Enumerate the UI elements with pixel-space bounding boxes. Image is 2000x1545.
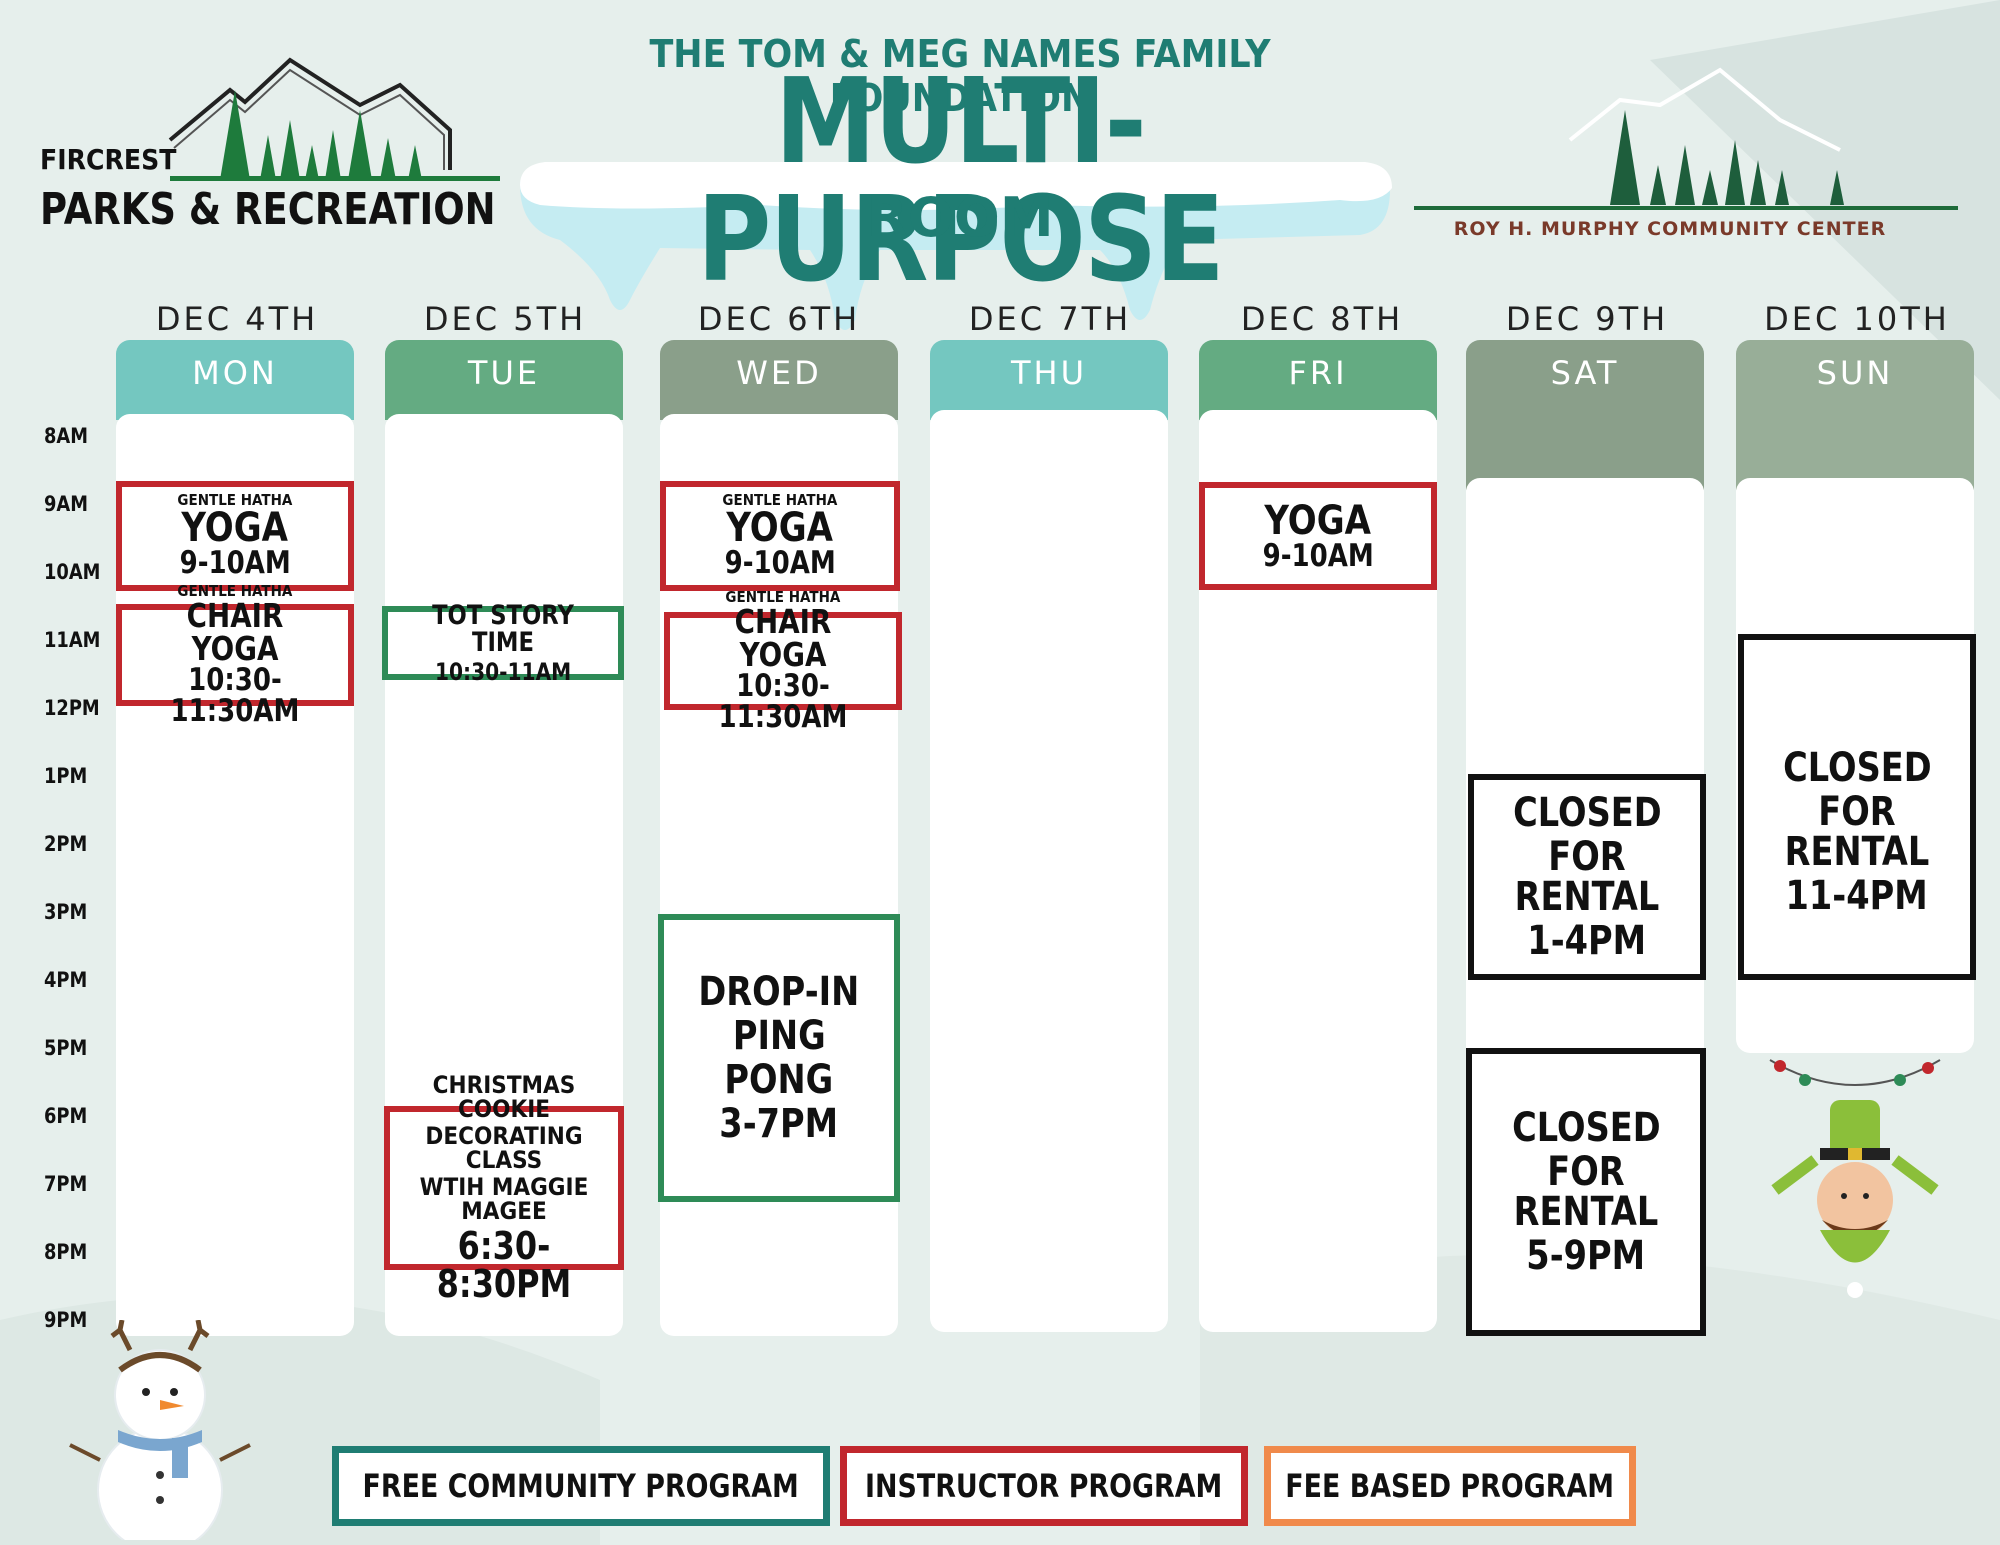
event-time: 10:30-11:30AM [170, 661, 300, 729]
time-label: 7PM [44, 1172, 88, 1196]
legend-free-label: FREE COMMUNITY PROGRAM [362, 1467, 800, 1505]
event-fri-yoga[interactable]: YOGA 9-10AM [1199, 482, 1437, 590]
legend-fee-based: FEE BASED PROGRAM [1264, 1446, 1636, 1526]
community-center-logo-icon [1568, 67, 1844, 205]
event-wed-chair-yoga[interactable]: GENTLE HATHA CHAIR YOGA 10:30-11:30AM [664, 589, 902, 732]
time-label: 2PM [44, 832, 88, 856]
fircrest-logo-small-text: FIRCREST [40, 143, 177, 176]
day-header-wed: WED [660, 340, 898, 420]
time-label: 9AM [44, 492, 89, 516]
event-name: CHAIR YOGA [734, 601, 832, 674]
event-time: 9-10AM [1262, 537, 1374, 574]
event-line: CLOSED [1782, 745, 1932, 791]
event-line: CLOSED [1512, 790, 1662, 836]
event-mon-chair-yoga[interactable]: GENTLE HATHA CHAIR YOGA 10:30-11:30AM [116, 583, 354, 726]
event-line: PING [732, 1013, 826, 1059]
event-sat-rental-evening[interactable]: CLOSED FOR RENTAL 5-9PM [1466, 1048, 1706, 1336]
day-header-fri: FRI [1199, 340, 1437, 420]
elf-icon [1769, 1059, 1941, 1298]
time-label: 11AM [44, 628, 101, 652]
time-label: 1PM [44, 764, 88, 788]
event-wed-yoga[interactable]: GENTLE HATHA YOGA 9-10AM [660, 481, 900, 591]
day-header-mon: MON [116, 340, 354, 420]
time-label: 5PM [44, 1036, 88, 1060]
community-center-logo-underline [1414, 206, 1958, 210]
day-header-thu: THU [930, 340, 1168, 420]
event-line: DROP-IN [698, 969, 860, 1015]
event-tue-cookie-class[interactable]: CHRISTMAS COOKIE DECORATING CLASS WTIH M… [384, 1073, 624, 1303]
day-column-thu [930, 410, 1168, 1332]
event-line: PONG [724, 1057, 834, 1103]
event-line: CHRISTMAS COOKIE [432, 1071, 576, 1123]
event-time: 9-10AM [724, 545, 836, 581]
event-line: CLOSED [1511, 1105, 1661, 1151]
day-date-thu: DEC 7TH [968, 300, 1132, 338]
day-date-mon: DEC 4TH [155, 300, 319, 338]
event-prefix: GENTLE HATHA [725, 587, 841, 606]
event-prefix: GENTLE HATHA [722, 491, 838, 509]
event-time: 1-4PM [1527, 918, 1647, 964]
event-name: TOT STORY TIME [432, 600, 574, 658]
foundation-name: THE TOM & MEG NAMES FAMILY FOUNDATION [649, 32, 1271, 120]
fircrest-mountain-logo-icon [168, 57, 452, 180]
fircrest-logo-big-text: PARKS & RECREATION [40, 184, 496, 235]
event-prefix: GENTLE HATHA [177, 581, 293, 600]
event-name: YOGA [726, 505, 834, 551]
event-time: 3-7PM [719, 1101, 839, 1147]
event-prefix: GENTLE HATHA [177, 491, 293, 509]
event-name: YOGA [181, 505, 289, 551]
day-date-sat: DEC 9TH [1505, 300, 1669, 338]
event-line: WTIH MAGGIE MAGEE [419, 1173, 589, 1225]
event-tue-story-time[interactable]: TOT STORY TIME 10:30-11AM [382, 602, 624, 684]
event-line: DECORATING CLASS [425, 1122, 583, 1174]
event-time: 5-9PM [1526, 1233, 1646, 1279]
event-time: 9-10AM [179, 545, 291, 581]
time-label: 4PM [44, 968, 88, 992]
day-date-fri: DEC 8TH [1240, 300, 1404, 338]
fircrest-logo-underline [170, 176, 500, 181]
event-line: FOR RENTAL [1514, 834, 1660, 920]
snowman-icon [69, 1320, 251, 1540]
time-label: 8PM [44, 1240, 88, 1264]
page-subtitle: ROOM [866, 186, 1054, 249]
event-time: 11-4PM [1785, 873, 1929, 919]
event-line: FOR RENTAL [1784, 789, 1930, 875]
page-title: MULTI-PURPOSE [697, 52, 1225, 308]
day-date-sun: DEC 10TH [1764, 300, 1950, 338]
day-header-sat: SAT [1466, 340, 1704, 490]
day-date-wed: DEC 6TH [697, 300, 861, 338]
day-date-tue: DEC 5TH [423, 300, 587, 338]
legend-instructor-label: INSTRUCTOR PROGRAM [865, 1467, 1223, 1505]
event-time: 10:30-11:30AM [718, 667, 848, 735]
event-line: FOR RENTAL [1513, 1149, 1659, 1235]
legend-fee-label: FEE BASED PROGRAM [1285, 1467, 1615, 1505]
event-mon-yoga[interactable]: GENTLE HATHA YOGA 9-10AM [116, 481, 354, 591]
event-time: 10:30-11AM [434, 658, 572, 686]
event-name: YOGA [1264, 497, 1372, 544]
legend-instructor: INSTRUCTOR PROGRAM [840, 1446, 1248, 1526]
time-label: 3PM [44, 900, 88, 924]
community-center-name: ROY H. MURPHY COMMUNITY CENTER [1453, 218, 1887, 240]
event-sat-rental-afternoon[interactable]: CLOSED FOR RENTAL 1-4PM [1468, 774, 1706, 980]
time-label: 12PM [44, 696, 100, 720]
day-header-tue: TUE [385, 340, 623, 420]
time-label: 8AM [44, 424, 89, 448]
event-sun-rental[interactable]: CLOSED FOR RENTAL 11-4PM [1738, 634, 1976, 980]
event-name: CHAIR YOGA [186, 595, 284, 668]
event-time: 6:30-8:30PM [436, 1224, 572, 1306]
day-header-sun: SUN [1736, 340, 1974, 490]
time-label: 9PM [44, 1308, 88, 1332]
time-label: 10AM [44, 560, 101, 584]
time-label: 6PM [44, 1104, 88, 1128]
event-wed-ping-pong[interactable]: DROP-IN PING PONG 3-7PM [658, 914, 900, 1202]
legend-free-community: FREE COMMUNITY PROGRAM [332, 1446, 830, 1526]
